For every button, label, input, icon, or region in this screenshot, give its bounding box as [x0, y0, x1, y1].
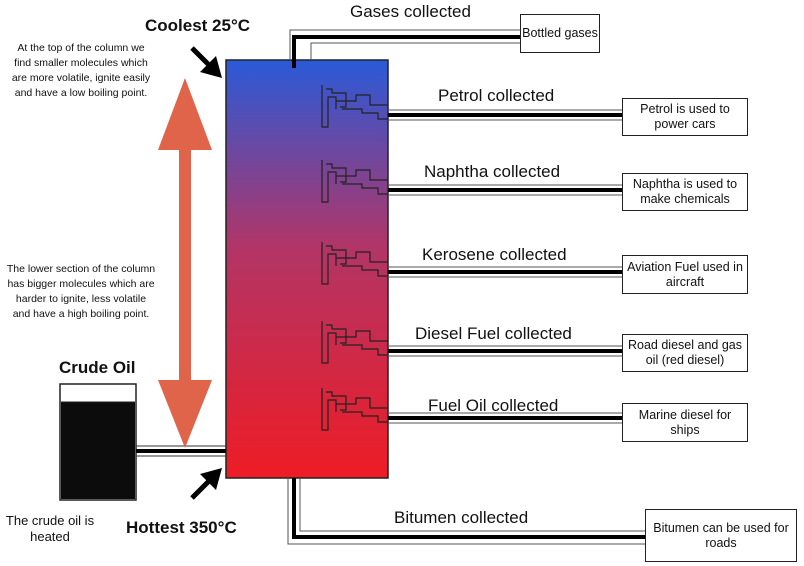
hottest-pointer-arrow	[190, 468, 222, 500]
outlet-pipe-fuel-oil	[388, 412, 622, 424]
feed-pipe	[136, 445, 226, 457]
tray-fuel-oil	[321, 388, 388, 431]
outlet-pipe-diesel	[388, 345, 622, 357]
bottom-section-note: The lower section of the column has bigg…	[6, 263, 156, 320]
distillation-column	[225, 59, 389, 479]
outlet-pipe-petrol	[388, 109, 622, 121]
petrol-collected-label: Petrol collected	[438, 86, 555, 105]
tray-kerosene	[321, 242, 388, 285]
gases-collected-label: Gases collected	[350, 2, 471, 21]
naphtha-use-box: Naphtha is used to make chemicals	[622, 173, 748, 211]
kerosene-collected-label: Kerosene collected	[422, 245, 567, 264]
bitumen-use-box: Bitumen can be used for roads	[645, 509, 797, 562]
coolest-pointer-arrow	[190, 46, 222, 78]
crude-oil-tank	[59, 383, 137, 501]
petrol-use-box: Petrol is used to power cars	[622, 98, 748, 136]
bitumen-collected-label: Bitumen collected	[394, 508, 529, 527]
gases-use-box: Bottled gases	[520, 14, 600, 53]
temperature-gradient-arrow	[158, 78, 212, 448]
tray-naphtha	[321, 160, 388, 203]
hottest-label: Hottest 350°C	[126, 518, 237, 537]
tray-diesel	[321, 321, 388, 364]
fuel-oil-use-box: Marine diesel for ships	[622, 403, 748, 442]
kerosene-use-box: Aviation Fuel used in aircraft	[622, 255, 748, 294]
naphtha-collected-label: Naphtha collected	[424, 162, 561, 181]
coolest-label: Coolest 25°C	[145, 16, 251, 35]
outlet-pipe-naphtha	[388, 184, 622, 196]
bitumen-outlet-pipe	[287, 478, 645, 545]
top-section-note: At the top of the column we find smaller…	[11, 42, 151, 99]
diesel-use-box: Road diesel and gas oil (red diesel)	[622, 334, 748, 372]
tray-petrol	[321, 85, 388, 128]
diesel-collected-label: Diesel Fuel collected	[415, 324, 572, 343]
heated-label: The crude oil is heated	[5, 513, 95, 544]
outlet-pipe-kerosene	[388, 266, 622, 278]
fuel-oil-collected-label: Fuel Oil collected	[428, 396, 559, 415]
gases-outlet-pipe	[289, 29, 520, 68]
crude-oil-label: Crude Oil	[59, 358, 136, 377]
